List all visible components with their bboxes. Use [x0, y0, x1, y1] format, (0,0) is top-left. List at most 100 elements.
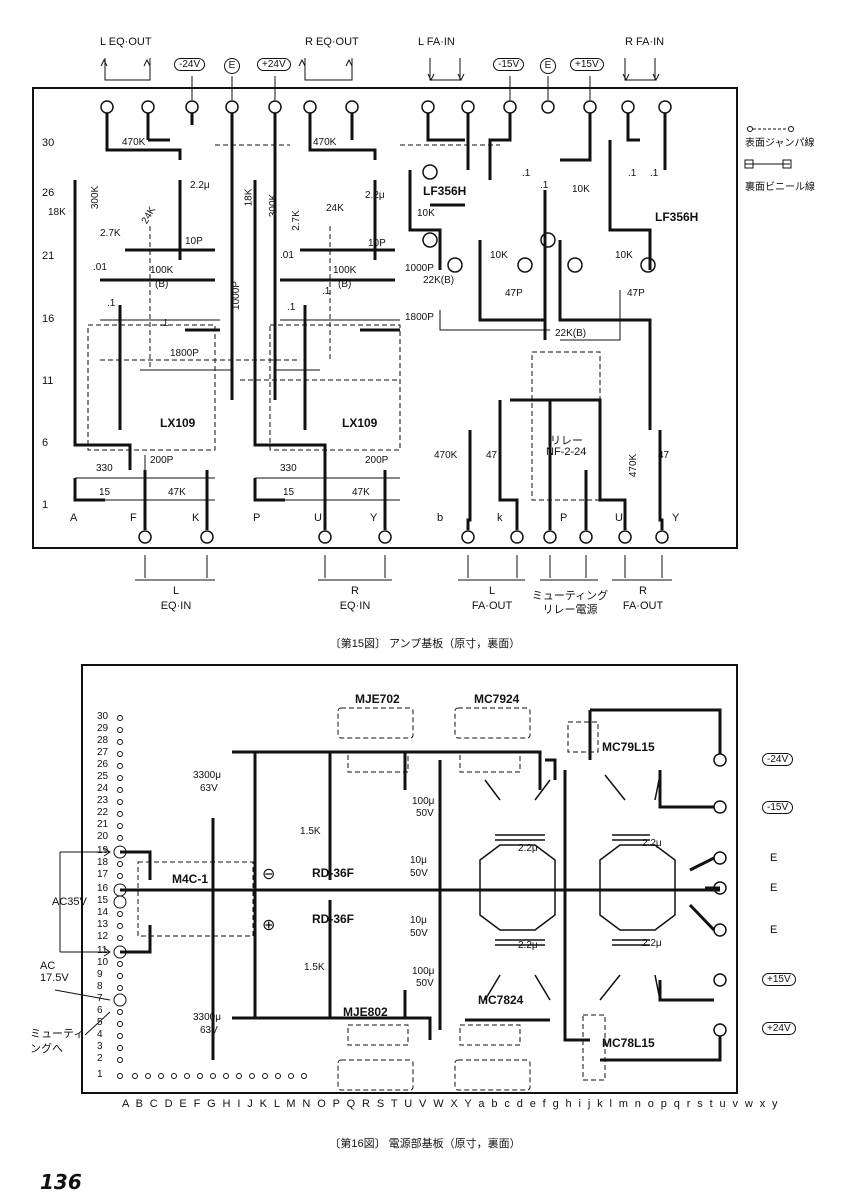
e-badge-1: E: [224, 58, 240, 74]
lx109-left: LX109: [160, 416, 196, 430]
fig15-col-P2: P: [560, 512, 568, 524]
c22-d: 2.2μ: [642, 938, 662, 949]
c1-left-2: .1: [160, 318, 169, 329]
fig16-pad-column: [113, 715, 127, 1079]
fig15-bottom-arrows: [135, 555, 672, 581]
minus-terminal: ⊖: [262, 866, 276, 883]
muting-label-1: ミューティ: [30, 1028, 85, 1040]
r-fa-out-1: R: [639, 585, 647, 597]
c1-right-1: .1: [287, 302, 296, 313]
c1-fa-4: .1: [650, 168, 659, 179]
fig16-row: 4: [97, 1029, 103, 1040]
fig16-row: 2: [97, 1053, 103, 1064]
fig15-col-U: U: [314, 512, 322, 524]
fig16-row: 3: [97, 1041, 103, 1052]
fig15-bottom-terminals: [138, 530, 669, 544]
r15k-1: 1.5K: [300, 826, 321, 837]
fig16-row: 6: [97, 1005, 103, 1016]
rd36f-1-label: RD-36F: [312, 866, 355, 880]
e-badge-2: E: [540, 58, 556, 74]
fig15-row-26: 26: [42, 187, 55, 199]
r47k-right: 47K: [352, 487, 370, 498]
r330-right: 330: [280, 463, 297, 474]
fig15-row-6: 6: [42, 437, 49, 449]
fig15-col-U2: U: [615, 512, 623, 524]
fig15-col-P: P: [253, 512, 261, 524]
r-eq-out-label: R EQ·OUT: [305, 36, 359, 48]
c1-fa-3: .1: [628, 168, 637, 179]
fig16-caption: 〔第16図〕 電源部基板（原寸，裏面）: [329, 1138, 521, 1150]
b-right: (B): [338, 279, 352, 290]
fig16-right-terminals: [713, 753, 727, 1037]
v50-3: 50V: [410, 928, 428, 939]
right-p24v: +24V: [762, 1022, 796, 1035]
legend-back-vinyl: 裏面ビニール線: [745, 182, 815, 193]
fig16-row: 22: [97, 807, 109, 818]
c1-fa-1: .1: [522, 168, 531, 179]
fig16-row: 26: [97, 759, 109, 770]
fig16-row: 18: [97, 857, 109, 868]
fig16-row: 16: [97, 883, 109, 894]
fig16-heatsinks: [137, 707, 606, 1091]
r15-right: 15: [283, 487, 295, 498]
fig16-row: 17: [97, 869, 109, 880]
right-p15v: +15V: [762, 973, 796, 986]
r-eq-in-2: EQ·IN: [339, 600, 371, 612]
fig16-row: 5: [97, 1017, 103, 1028]
r15-left: 15: [99, 487, 111, 498]
fig15-fa-traces: [408, 113, 667, 530]
fig15-opamp-cans: [422, 164, 656, 273]
r27k-left: 2.7K: [100, 228, 121, 239]
fig15-row-1: 1: [42, 499, 49, 511]
right-m15v: -15V: [762, 801, 794, 814]
c200p-left: 200P: [150, 455, 174, 466]
mje802-label: MJE802: [343, 1005, 388, 1019]
fig15-caption: 〔第15図〕 アンプ基板（原寸，裏面）: [329, 638, 521, 650]
ac35v-label: AC35V: [52, 896, 87, 908]
b-left: (B): [155, 279, 169, 290]
fig15-col-b: b: [437, 512, 444, 524]
l-fa-out-2: FA·OUT: [471, 600, 513, 612]
c10p-left: 10P: [185, 236, 203, 247]
r18k-a: 18K: [48, 207, 66, 218]
mc79l15-label: MC79L15: [602, 740, 655, 754]
fig15-top-arrows: [100, 58, 660, 100]
legend-top-jumper: 表面ジャンパ線: [745, 138, 815, 149]
v50-4: 50V: [416, 978, 434, 989]
r10k-a: 10K: [417, 208, 435, 219]
r-fa-in-label: R FA·IN: [625, 36, 665, 48]
fig16-row: 8: [97, 981, 103, 992]
m15v-badge: -15V: [493, 58, 525, 71]
fig16-row: 28: [97, 735, 109, 746]
lf356h-left: LF356H: [423, 184, 467, 198]
r470k-fa-left: 470K: [434, 450, 458, 461]
fig15-col-K: K: [192, 512, 200, 524]
c1800p-left: 1800P: [170, 348, 199, 359]
c1800p-right: 1800P: [405, 312, 434, 323]
right-e-2: E: [770, 882, 778, 894]
fig15-col-Y: Y: [370, 512, 378, 524]
fig16-row: 7: [97, 993, 103, 1004]
c47p-right: 47P: [627, 288, 645, 299]
r15k-2: 1.5K: [304, 962, 325, 973]
fig16-row: 12: [97, 931, 109, 942]
mje702-label: MJE702: [355, 692, 400, 706]
fig16-row: 9: [97, 969, 103, 980]
mc78l15-label: MC78L15: [602, 1036, 655, 1050]
fig16-regulator-shapes: [479, 774, 676, 1001]
fig16-row: 20: [97, 831, 109, 842]
v50-1: 50V: [416, 808, 434, 819]
c22-a: 2.2μ: [518, 843, 538, 854]
l-eq-out-label: L EQ·OUT: [100, 36, 152, 48]
r24k-right: 24K: [326, 203, 344, 214]
lx109-right: LX109: [342, 416, 378, 430]
r47-fa-left: 47: [486, 450, 498, 461]
fig16-row: 27: [97, 747, 109, 758]
fig15-col-F: F: [130, 512, 137, 524]
fig15-row-16: 16: [42, 313, 55, 325]
c1-fa-2: .1: [540, 180, 549, 191]
fig15-legend-symbols: [744, 126, 794, 169]
rd36f-2-label: RD-36F: [312, 912, 355, 926]
ac175v-label-1: AC: [40, 960, 56, 972]
